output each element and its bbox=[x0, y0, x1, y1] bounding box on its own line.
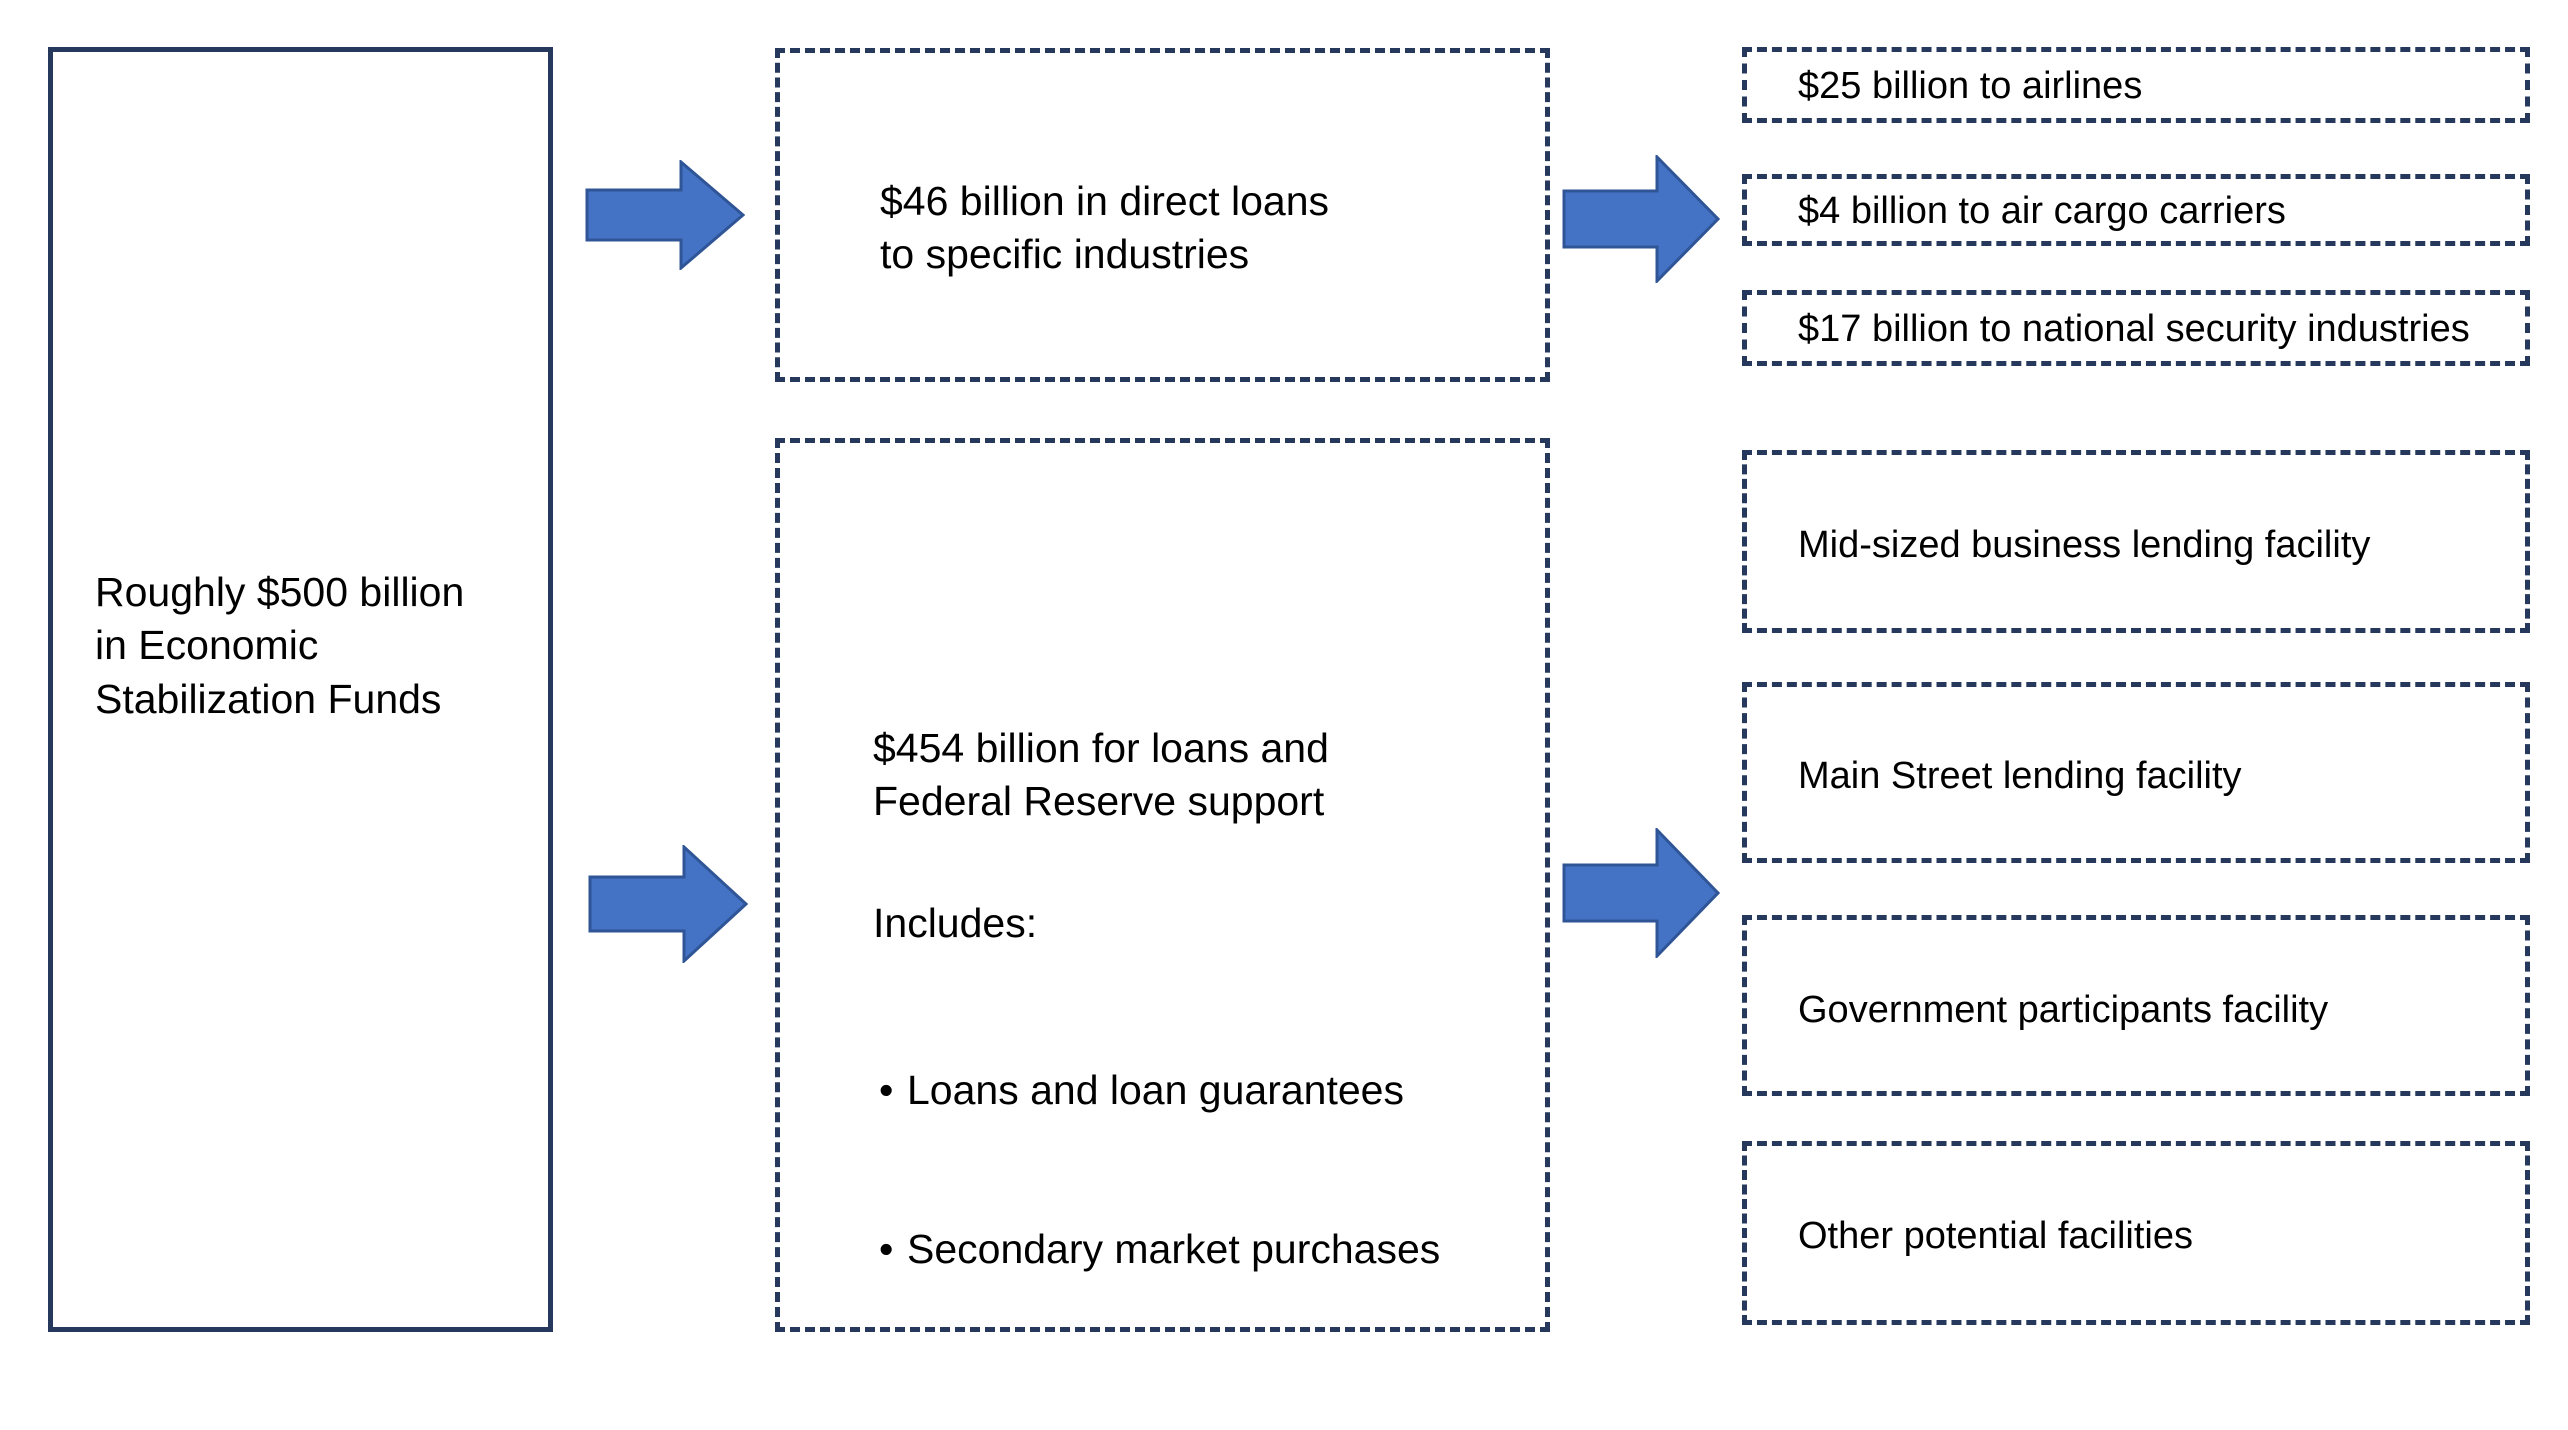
list-item: Loans and loan guarantees bbox=[873, 1064, 1553, 1118]
arrow-source-to-fed-support bbox=[588, 845, 748, 963]
output-box-mid-sized-business[interactable] bbox=[1742, 450, 2530, 633]
output-box-air-cargo[interactable] bbox=[1742, 174, 2530, 246]
arrow-direct-loans-to-industries bbox=[1562, 155, 1720, 283]
output-label-national-security: $17 billion to national security industr… bbox=[1798, 308, 2470, 350]
fed-support-includes-list: Loans and loan guarantees Secondary mark… bbox=[873, 957, 1553, 1383]
output-box-other-facilities[interactable] bbox=[1742, 1141, 2530, 1325]
direct-loans-box[interactable] bbox=[775, 48, 1550, 382]
output-box-government-participants[interactable] bbox=[1742, 915, 2530, 1096]
list-item: Secondary market purchases bbox=[873, 1223, 1553, 1277]
output-label-other-facilities: Other potential facilities bbox=[1798, 1215, 2193, 1257]
arrow-fed-support-to-facilities bbox=[1562, 828, 1720, 958]
output-label-airlines: $25 billion to airlines bbox=[1798, 65, 2143, 107]
source-box[interactable] bbox=[48, 47, 553, 1332]
output-label-government-participants: Government participants facility bbox=[1798, 989, 2329, 1031]
arrow-source-to-direct-loans bbox=[585, 160, 745, 270]
fed-support-box[interactable] bbox=[775, 438, 1550, 1332]
output-label-mid-sized-business: Mid-sized business lending facility bbox=[1798, 524, 2371, 566]
output-box-main-street[interactable] bbox=[1742, 682, 2530, 863]
output-label-air-cargo: $4 billion to air cargo carriers bbox=[1798, 190, 2286, 232]
output-box-airlines[interactable] bbox=[1742, 47, 2530, 123]
direct-loans-label: $46 billion in direct loans to specific … bbox=[880, 178, 1329, 278]
source-box-label: Roughly $500 billion in Economic Stabili… bbox=[95, 569, 465, 722]
output-box-national-security[interactable] bbox=[1742, 290, 2530, 366]
fed-support-includes-heading: Includes: bbox=[873, 900, 1038, 946]
output-label-main-street: Main Street lending facility bbox=[1798, 755, 2242, 797]
fed-support-label: $454 billion for loans and Federal Reser… bbox=[873, 725, 1329, 825]
